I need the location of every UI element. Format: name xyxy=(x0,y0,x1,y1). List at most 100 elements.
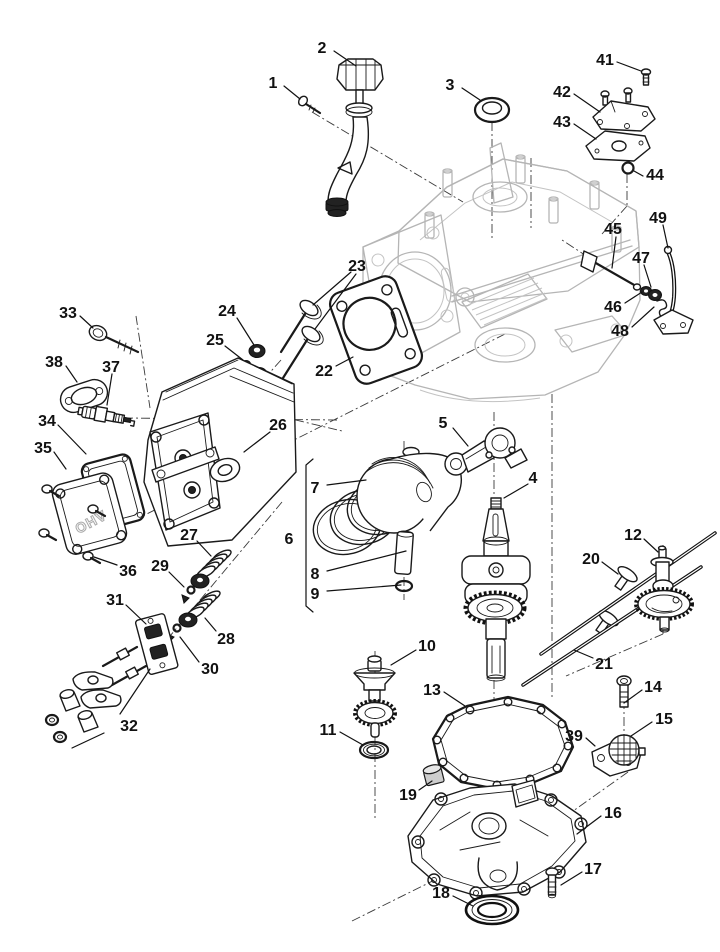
valve-spring-28 xyxy=(178,590,221,628)
o-ring-44 xyxy=(621,161,635,175)
crankcase-cover-16 xyxy=(407,779,588,900)
screw-1 xyxy=(297,95,322,115)
part-number: 45 xyxy=(604,221,622,238)
part-number: 47 xyxy=(632,250,650,267)
leader-line xyxy=(224,345,244,361)
bolt-33 xyxy=(88,324,140,355)
leader-line xyxy=(662,224,669,249)
gasket-plate-43 xyxy=(585,130,651,162)
leader-line xyxy=(616,61,642,72)
callout-37-spark-plug: 37 xyxy=(102,359,120,406)
part-number: 49 xyxy=(649,210,667,227)
part-number: 12 xyxy=(624,527,642,544)
seal-ring-3 xyxy=(473,96,511,124)
leader-line xyxy=(503,483,529,499)
callout-20-tappets: 20 xyxy=(582,551,619,575)
callout-7-piston-rings: 7 xyxy=(311,479,367,497)
block-studs xyxy=(424,154,622,253)
leader-line xyxy=(125,604,147,625)
oil-filler-cap-dipstick xyxy=(325,58,384,217)
bolt-14 xyxy=(616,675,632,708)
callout-38-exhaust-gasket: 38 xyxy=(45,354,78,383)
part-number: 34 xyxy=(38,413,56,430)
part-number: 44 xyxy=(646,167,664,184)
callout-36-screw: 36 xyxy=(93,556,137,580)
callout-39-bracket: 39 xyxy=(565,728,596,747)
callout-5-connecting-rod: 5 xyxy=(439,415,469,447)
valves-23 xyxy=(279,299,324,380)
leader-line xyxy=(283,85,301,100)
part-number: 25 xyxy=(206,332,224,349)
leader-line xyxy=(333,50,357,67)
part-number: 38 xyxy=(45,354,63,371)
callout-21-push-rod: 21 xyxy=(573,649,613,673)
callout-46-washer: 46 xyxy=(604,291,643,316)
leader-line xyxy=(573,649,594,659)
callout-42-cover-plate: 42 xyxy=(553,84,601,113)
part-number: 20 xyxy=(582,551,600,568)
leader-line xyxy=(339,731,364,746)
callout-34-valve-cover-gasket: 34 xyxy=(38,413,87,455)
part-number: 31 xyxy=(106,592,124,609)
callout-28-valve-spring: 28 xyxy=(204,617,235,648)
oil-strainer-15 xyxy=(608,734,646,766)
leader-line xyxy=(452,895,474,907)
callout-11-washer: 11 xyxy=(320,722,364,746)
leader-line xyxy=(633,170,644,177)
part-number: 16 xyxy=(604,805,622,822)
callout-31-guide-plate: 31 xyxy=(106,592,147,625)
piston-pin-8 xyxy=(394,530,414,576)
callout-22-head-gasket: 22 xyxy=(315,356,354,380)
leader-line xyxy=(71,732,105,749)
part-number: 26 xyxy=(269,417,287,434)
piston-6 xyxy=(356,446,462,534)
oil-seal-18 xyxy=(464,894,520,926)
screws-and-plates-41-44 xyxy=(585,68,656,175)
callout-19-plug: 19 xyxy=(399,780,433,804)
leader-line xyxy=(79,315,94,329)
part-number: 33 xyxy=(59,305,77,322)
leader-line xyxy=(236,317,255,346)
leader-line xyxy=(312,271,352,306)
leader-line xyxy=(179,636,200,663)
part-number: 19 xyxy=(399,787,417,804)
part-number: 15 xyxy=(655,711,673,728)
callout-45-governor-shaft: 45 xyxy=(604,221,622,269)
leader-line xyxy=(65,365,78,383)
leader-line xyxy=(390,649,417,666)
leader-line xyxy=(611,236,617,269)
callout-44-o-ring: 44 xyxy=(633,167,664,184)
part-number: 27 xyxy=(180,527,198,544)
governor-arm-49 xyxy=(653,245,694,335)
callout-24-spring-retainers: 24 xyxy=(218,303,255,346)
leader-line xyxy=(643,538,659,553)
callout-32-rocker-arm-kit: 32 xyxy=(71,668,151,749)
part-number: 36 xyxy=(119,563,137,580)
part-number: 41 xyxy=(596,52,614,69)
leader-line xyxy=(119,668,151,715)
part-number: 48 xyxy=(611,323,629,340)
leader-line xyxy=(326,550,407,572)
part-number: 21 xyxy=(595,656,613,673)
leader-line xyxy=(443,691,466,707)
leader-line xyxy=(601,561,619,575)
leader-line xyxy=(326,479,367,486)
callout-41-screw: 41 xyxy=(596,52,642,72)
callout-1-screw: 1 xyxy=(269,75,301,100)
leader-line xyxy=(573,93,601,113)
callout-25-valve-seals: 25 xyxy=(206,332,244,361)
valve-spring-27 xyxy=(190,549,232,589)
crankshaft-4 xyxy=(461,497,531,682)
spark-plug-37 xyxy=(77,405,136,427)
leader-line xyxy=(585,737,596,747)
leader-line xyxy=(93,556,118,566)
part-number: 42 xyxy=(553,84,571,101)
screws-36 xyxy=(38,484,107,565)
washer-11 xyxy=(358,740,390,760)
part-number: 37 xyxy=(102,359,120,376)
leader-line xyxy=(204,617,217,632)
part-number: 14 xyxy=(644,679,662,696)
part-number: 8 xyxy=(311,566,320,583)
